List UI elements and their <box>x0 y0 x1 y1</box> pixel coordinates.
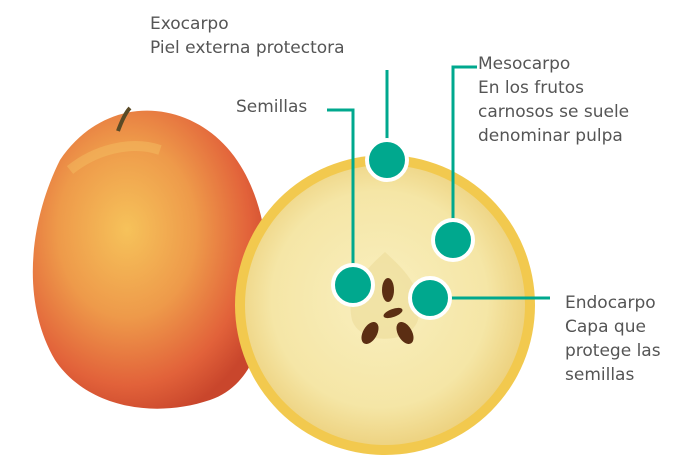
mesocarpo-line-1: En los frutos <box>478 76 629 100</box>
endocarpo-title: Endocarpo <box>565 291 661 315</box>
semillas-marker <box>333 265 373 305</box>
exocarpo-title: Exocarpo <box>150 12 345 36</box>
mesocarpo-title: Mesocarpo <box>478 52 629 76</box>
endocarpo-marker <box>410 278 450 318</box>
exocarpo-label: Exocarpo Piel externa protectora <box>150 12 345 60</box>
mesocarpo-label: Mesocarpo En los frutos carnosos se suel… <box>478 52 629 148</box>
exocarpo-line-1: Piel externa protectora <box>150 36 345 60</box>
endocarpo-line-2: protege las <box>565 339 661 363</box>
whole-apple <box>33 108 268 409</box>
semillas-label: Semillas <box>236 95 307 119</box>
endocarpo-line-1: Capa que <box>565 315 661 339</box>
endocarpo-label: Endocarpo Capa que protege las semillas <box>565 291 661 387</box>
endocarpo-line-3: semillas <box>565 363 661 387</box>
semillas-title: Semillas <box>236 95 307 119</box>
cut-apple <box>235 155 535 455</box>
mesocarpo-line-2: carnosos se suele <box>478 100 629 124</box>
mesocarpo-marker <box>433 220 473 260</box>
mesocarpo-line-3: denominar pulpa <box>478 124 629 148</box>
exocarpo-marker <box>367 140 407 180</box>
